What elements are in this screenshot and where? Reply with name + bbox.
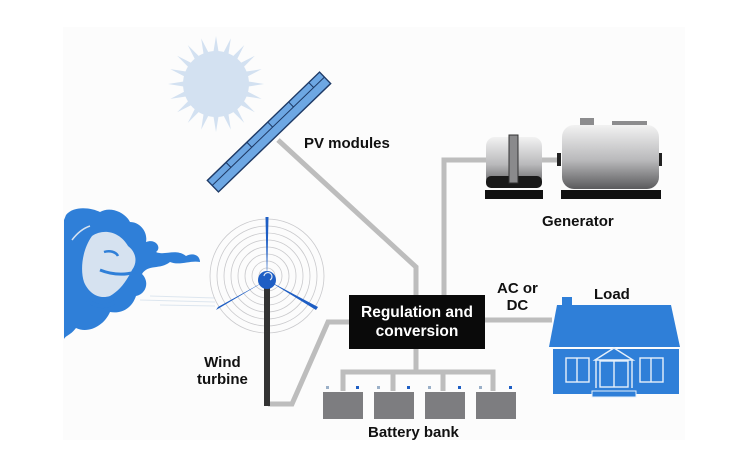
battery-icon (374, 392, 414, 419)
sun-ray (213, 114, 219, 132)
battery-terminal (428, 386, 431, 389)
sun-ray (244, 90, 262, 99)
label-ac-or-dc-line2: DC (506, 297, 529, 314)
turbine-tower (264, 283, 270, 406)
wire-generator-to-regulation (441, 157, 488, 295)
solar-panel-icon (206, 71, 332, 193)
sun-ray (231, 45, 245, 61)
label-ac-or-dc: AC or DC (497, 280, 538, 314)
battery-terminal (458, 386, 461, 389)
sun-ray (187, 107, 201, 123)
battery-terminal (479, 386, 482, 389)
label-wind-turbine: Wind turbine (197, 354, 248, 388)
sun-ray (170, 90, 188, 99)
wire-wind-to-regulation (268, 319, 349, 407)
battery-terminal (326, 386, 329, 389)
battery-icon (476, 392, 516, 419)
wire-battery-bus (340, 369, 496, 391)
regulation-label-line2: conversion (375, 323, 459, 340)
sun-ray (177, 55, 193, 69)
regulation-and-conversion-box: Regulation and conversion (349, 295, 485, 349)
sun-ray (246, 81, 264, 87)
wire-pv-to-regulation (276, 138, 419, 295)
sun-ray (244, 69, 262, 78)
house-icon (549, 297, 680, 398)
battery-icon (425, 392, 465, 419)
wind-blowing-face-icon (64, 208, 216, 340)
sun-ray (213, 36, 219, 54)
sun-ray (187, 45, 201, 61)
label-wind-turbine-line1: Wind (204, 354, 241, 371)
regulation-label-line1: Regulation and (361, 304, 473, 321)
wind-turbine-icon (209, 217, 325, 406)
generator-icon (485, 118, 662, 199)
label-ac-or-dc-line1: AC or (497, 280, 538, 297)
sun-ray (201, 112, 210, 130)
battery-bank (323, 386, 516, 419)
sun-ray (170, 69, 188, 78)
sun-ray (239, 99, 255, 113)
sun-ray (201, 38, 210, 56)
label-load: Load (594, 286, 630, 303)
battery-terminal (407, 386, 410, 389)
wires (268, 138, 560, 407)
sun-ray (239, 55, 255, 69)
label-generator: Generator (542, 213, 614, 230)
battery-icon (323, 392, 363, 419)
battery-terminal (509, 386, 512, 389)
label-pv-modules: PV modules (304, 135, 390, 152)
sun-ray (222, 38, 231, 56)
sun-icon (168, 36, 264, 132)
label-battery-bank: Battery bank (368, 424, 459, 441)
sun-ray (168, 81, 186, 87)
label-wind-turbine-line2: turbine (197, 371, 248, 388)
battery-terminal (356, 386, 359, 389)
sun-ray (222, 112, 231, 130)
battery-terminal (377, 386, 380, 389)
sun-ray (177, 99, 193, 113)
sun-ray (231, 107, 245, 123)
